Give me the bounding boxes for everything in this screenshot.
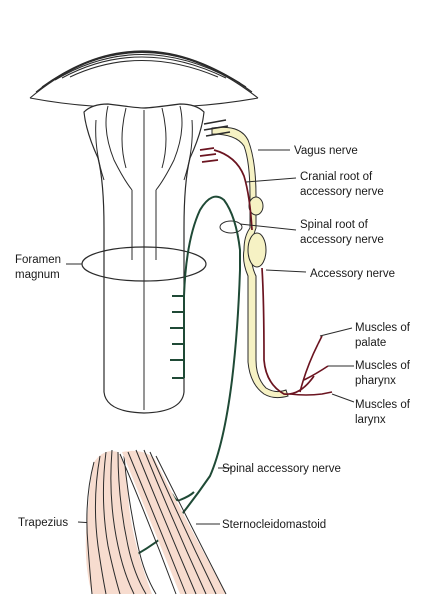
foramen-label-line1: Foramen — [15, 254, 61, 266]
sternocleidomastoid-muscle — [119, 449, 227, 595]
muscle-branches — [289, 335, 333, 396]
cranial-root-label-line2: accessory nerve — [300, 186, 384, 198]
spinal-root-label-line2: accessory nerve — [300, 234, 384, 246]
spinal-root-label-line1: Spinal root of — [300, 219, 369, 231]
muscle-leaders — [319, 327, 355, 403]
sternocleidomastoid-label: Sternocleidomastoid — [222, 519, 326, 531]
spinal-accessory-label: Spinal accessory nerve — [222, 463, 341, 475]
trapezius-muscle — [85, 449, 157, 595]
vagus-trunk — [211, 126, 289, 399]
vagus-rootlets — [203, 119, 231, 137]
trapezius-label: Trapezius — [18, 517, 68, 529]
pharynx-label-line2: pharynx — [355, 375, 396, 387]
foramen-label-line2: magnum — [15, 269, 60, 281]
spinal-root-ring — [219, 220, 243, 234]
cranial-root — [199, 147, 315, 396]
medulla-contours — [95, 105, 193, 410]
accessory-nerve-label: Accessory nerve — [310, 268, 395, 280]
cranial-root-label-line1: Cranial root of — [300, 171, 373, 183]
palate-label-line2: palate — [355, 337, 386, 349]
vagus-nerve-label: Vagus nerve — [294, 145, 358, 157]
pharynx-label-line1: Muscles of — [355, 360, 411, 372]
larynx-label-line1: Muscles of — [355, 399, 411, 411]
palate-label-line1: Muscles of — [355, 322, 411, 334]
pons — [29, 50, 259, 109]
label-leaders — [77, 177, 307, 525]
larynx-label-line2: larynx — [355, 414, 386, 426]
